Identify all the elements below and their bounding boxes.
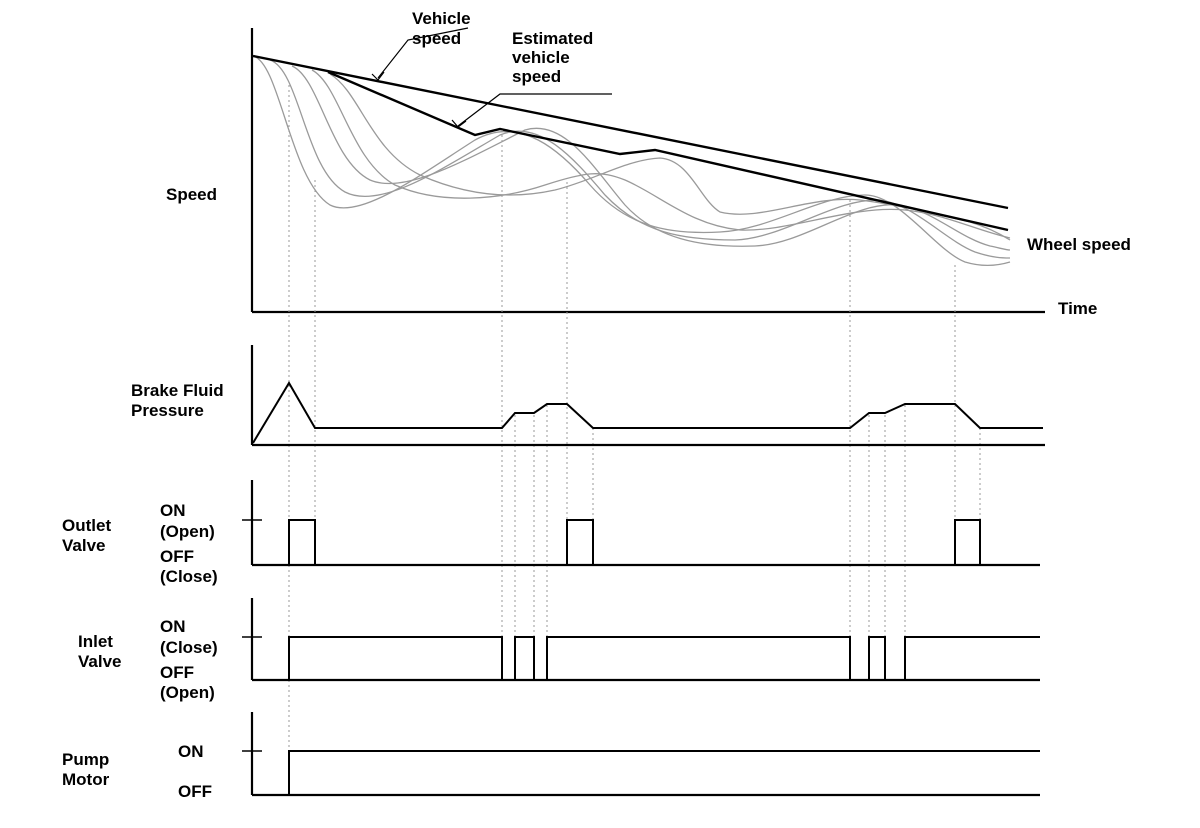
vehicle-speed-label-line2: speed: [412, 29, 461, 48]
speed-panel: Vehicle speed Estimated vehicle speed Sp…: [166, 9, 1131, 318]
wheel-speed-curve-1: [252, 55, 1011, 267]
vehicle-arrowhead: [371, 71, 385, 81]
outlet-valve-label-line1: Outlet: [62, 516, 111, 535]
vehicle-speed-line: [252, 54, 1009, 210]
pump-on-label: ON: [178, 742, 204, 761]
outlet-on-state-label: (Open): [160, 522, 215, 541]
brake-pressure-label-line2: Pressure: [131, 401, 204, 420]
estimated-speed-label-line3: speed: [512, 67, 561, 86]
outlet-off-label: OFF: [160, 547, 194, 566]
inlet-valve-label-line1: Inlet: [78, 632, 113, 651]
outlet-valve-panel: Outlet Valve ON (Open) OFF (Close): [62, 480, 1040, 586]
estimated-arrowhead: [451, 119, 467, 128]
inlet-off-label: OFF: [160, 663, 194, 682]
inlet-valve-trace: [253, 636, 1040, 681]
wheel-speed-curve-4: [311, 69, 1011, 239]
inlet-valve-label-line2: Valve: [78, 652, 122, 671]
estimated-vehicle-speed-line: [327, 70, 1009, 232]
wheel-speed-curve-2: [269, 59, 1011, 259]
speed-y-label: Speed: [166, 185, 217, 204]
vehicle-speed-leader: [377, 27, 469, 79]
wheel-speed-label: Wheel speed: [1027, 235, 1131, 254]
wheel-speed-curve-3: [291, 65, 1011, 251]
outlet-off-state-label: (Close): [160, 567, 218, 586]
time-x-label: Time: [1058, 299, 1097, 318]
brake-pressure-label-line1: Brake Fluid: [131, 381, 224, 400]
outlet-on-label: ON: [160, 501, 186, 520]
inlet-valve-panel: Inlet Valve ON (Close) OFF (Open): [78, 598, 1040, 702]
outlet-valve-label-line2: Valve: [62, 536, 106, 555]
pump-motor-trace: [253, 750, 1040, 796]
estimated-speed-leader: [457, 93, 612, 127]
inlet-off-state-label: (Open): [160, 683, 215, 702]
pump-motor-label-line1: Pump: [62, 750, 109, 769]
pump-motor-panel: Pump Motor ON OFF: [62, 712, 1040, 801]
brake-pressure-panel: Brake Fluid Pressure: [131, 345, 1045, 447]
outlet-valve-trace: [253, 519, 1040, 566]
pump-motor-label-line2: Motor: [62, 770, 110, 789]
brake-pressure-trace: [252, 381, 1043, 444]
vehicle-speed-label-line1: Vehicle: [412, 9, 471, 28]
inlet-on-label: ON: [160, 617, 186, 636]
estimated-speed-label-line1: Estimated: [512, 29, 593, 48]
wheel-speed-curve-5: [329, 73, 1011, 241]
estimated-speed-label-line2: vehicle: [512, 48, 570, 67]
pump-off-label: OFF: [178, 782, 212, 801]
inlet-on-state-label: (Close): [160, 638, 218, 657]
